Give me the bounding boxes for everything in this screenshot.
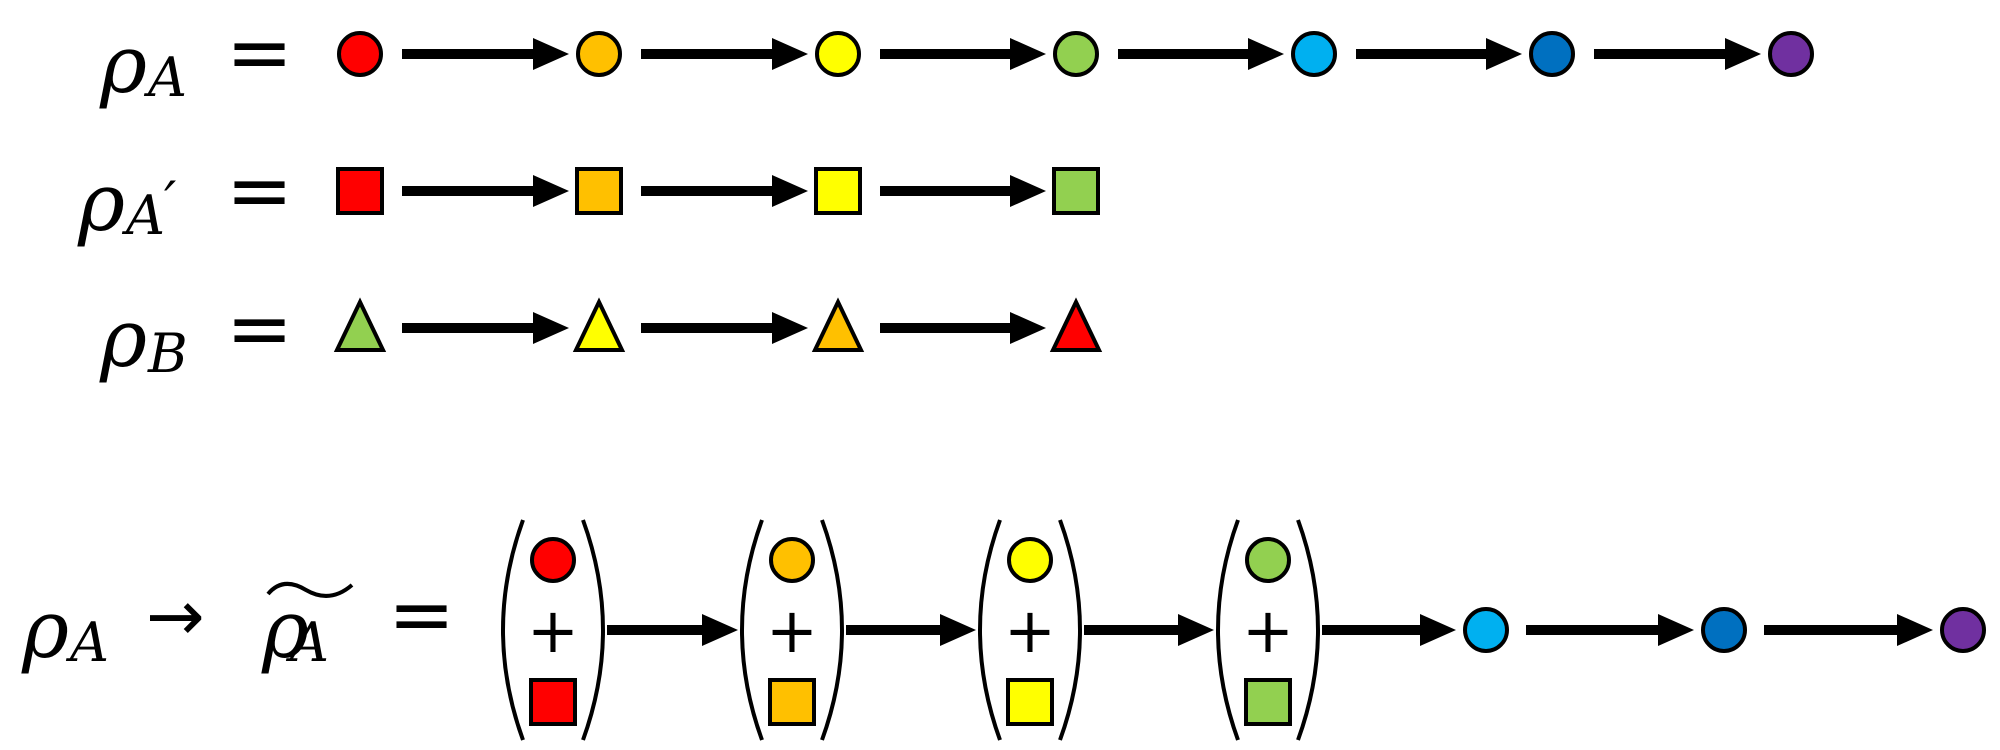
row-a-arrow-3-head bbox=[1010, 38, 1046, 70]
row-b-triangle-3 bbox=[811, 297, 865, 352]
combined-arrow-2-head bbox=[940, 614, 976, 646]
row-b-triangle-2 bbox=[572, 297, 626, 352]
row-b-arrow-3-head bbox=[1010, 312, 1046, 344]
row-a-prime-square-3 bbox=[814, 167, 862, 215]
combined-lhs-rho: ρ bbox=[21, 583, 69, 676]
combined-tail-circle-1 bbox=[1463, 607, 1509, 653]
row-a-subscript: A bbox=[143, 46, 187, 109]
row-a-prime-square-1 bbox=[336, 167, 384, 215]
group-1-left-paren bbox=[501, 519, 525, 741]
combined-tail-circle-2 bbox=[1701, 607, 1747, 653]
row-b-triangle-4 bbox=[1049, 297, 1103, 352]
group-4-left-paren bbox=[1216, 519, 1240, 741]
row-b-arrow-2-head bbox=[772, 312, 808, 344]
combined-arrow-5-head bbox=[1658, 614, 1694, 646]
row-a-prime-arrow-1-head bbox=[533, 175, 569, 207]
combined-maps-to-arrow: → bbox=[146, 575, 205, 657]
group-1-square bbox=[529, 678, 577, 726]
group-3-plus: + bbox=[1004, 594, 1056, 667]
row-a-circle-6 bbox=[1529, 31, 1575, 77]
sequences: + + + + bbox=[333, 31, 1986, 741]
row-a-prime-label: ρ A ′ = bbox=[77, 144, 293, 249]
group-3-circle bbox=[1007, 537, 1053, 583]
row-a-arrow-6-head bbox=[1725, 38, 1761, 70]
row-b-arrow-1-head bbox=[533, 312, 569, 344]
row-a-prime-square-4 bbox=[1052, 167, 1100, 215]
group-2-plus: + bbox=[766, 594, 818, 667]
row-a-prime-mark: ′ bbox=[164, 170, 176, 233]
row-b-triangle-1 bbox=[333, 297, 387, 352]
combined-rhs-subscript: A bbox=[285, 611, 329, 674]
row-b-label: ρ B = bbox=[99, 282, 293, 385]
row-a-circle-2 bbox=[576, 31, 622, 77]
row-a-prime-square-2 bbox=[575, 167, 623, 215]
group-4-plus: + bbox=[1242, 594, 1294, 667]
row-a-arrow-5-head bbox=[1486, 38, 1522, 70]
row-a-circle-1 bbox=[337, 31, 383, 77]
group-3-left-paren bbox=[978, 519, 1002, 741]
row-b-equals: = bbox=[226, 282, 293, 375]
row-b-subscript: B bbox=[147, 322, 188, 385]
row-a-label: ρ A = bbox=[99, 6, 293, 111]
combined-arrow-6-head bbox=[1897, 614, 1933, 646]
row-a-circle-4 bbox=[1053, 31, 1099, 77]
row-a-arrow-1-head bbox=[533, 38, 569, 70]
tilde-accent bbox=[266, 582, 354, 598]
combined-lhs-subscript: A bbox=[65, 611, 109, 674]
row-a-circle-3 bbox=[815, 31, 861, 77]
combined-equals: = bbox=[388, 568, 455, 661]
row-a-prime-arrow-3-head bbox=[1010, 175, 1046, 207]
row-a-circle-5 bbox=[1291, 31, 1337, 77]
row-a-prime-equals: = bbox=[226, 144, 293, 237]
row-a-prime-rho: ρ bbox=[77, 156, 125, 249]
row-a-rho: ρ bbox=[99, 18, 147, 111]
row-a-prime-subscript: A bbox=[121, 184, 165, 247]
group-1-circle bbox=[530, 537, 576, 583]
combined-rhs-rho: ρ bbox=[261, 583, 309, 676]
row-a-arrow-2-head bbox=[772, 38, 808, 70]
group-1-plus: + bbox=[527, 594, 579, 667]
group-3-square bbox=[1006, 678, 1054, 726]
row-a-arrow-4-head bbox=[1248, 38, 1284, 70]
group-2-left-paren bbox=[740, 519, 764, 741]
group-4-right-paren bbox=[1296, 519, 1320, 741]
combined-tail-circle-3 bbox=[1940, 607, 1986, 653]
combined-arrow-3-head bbox=[1178, 614, 1214, 646]
combined-arrow-4-head bbox=[1420, 614, 1456, 646]
group-3-right-paren bbox=[1058, 519, 1082, 741]
row-b-rho: ρ bbox=[99, 292, 147, 385]
group-2-square bbox=[768, 678, 816, 726]
row-a-equals: = bbox=[226, 6, 293, 99]
group-2-circle bbox=[769, 537, 815, 583]
group-2-right-paren bbox=[820, 519, 844, 741]
row-a-prime-arrow-2-head bbox=[772, 175, 808, 207]
row-a-circle-7 bbox=[1768, 31, 1814, 77]
combined-arrow-1-head bbox=[702, 614, 738, 646]
combined-label: ρ A → ρ A = bbox=[21, 568, 455, 676]
group-4-circle bbox=[1245, 537, 1291, 583]
group-4-square bbox=[1244, 678, 1292, 726]
group-1-right-paren bbox=[581, 519, 605, 741]
